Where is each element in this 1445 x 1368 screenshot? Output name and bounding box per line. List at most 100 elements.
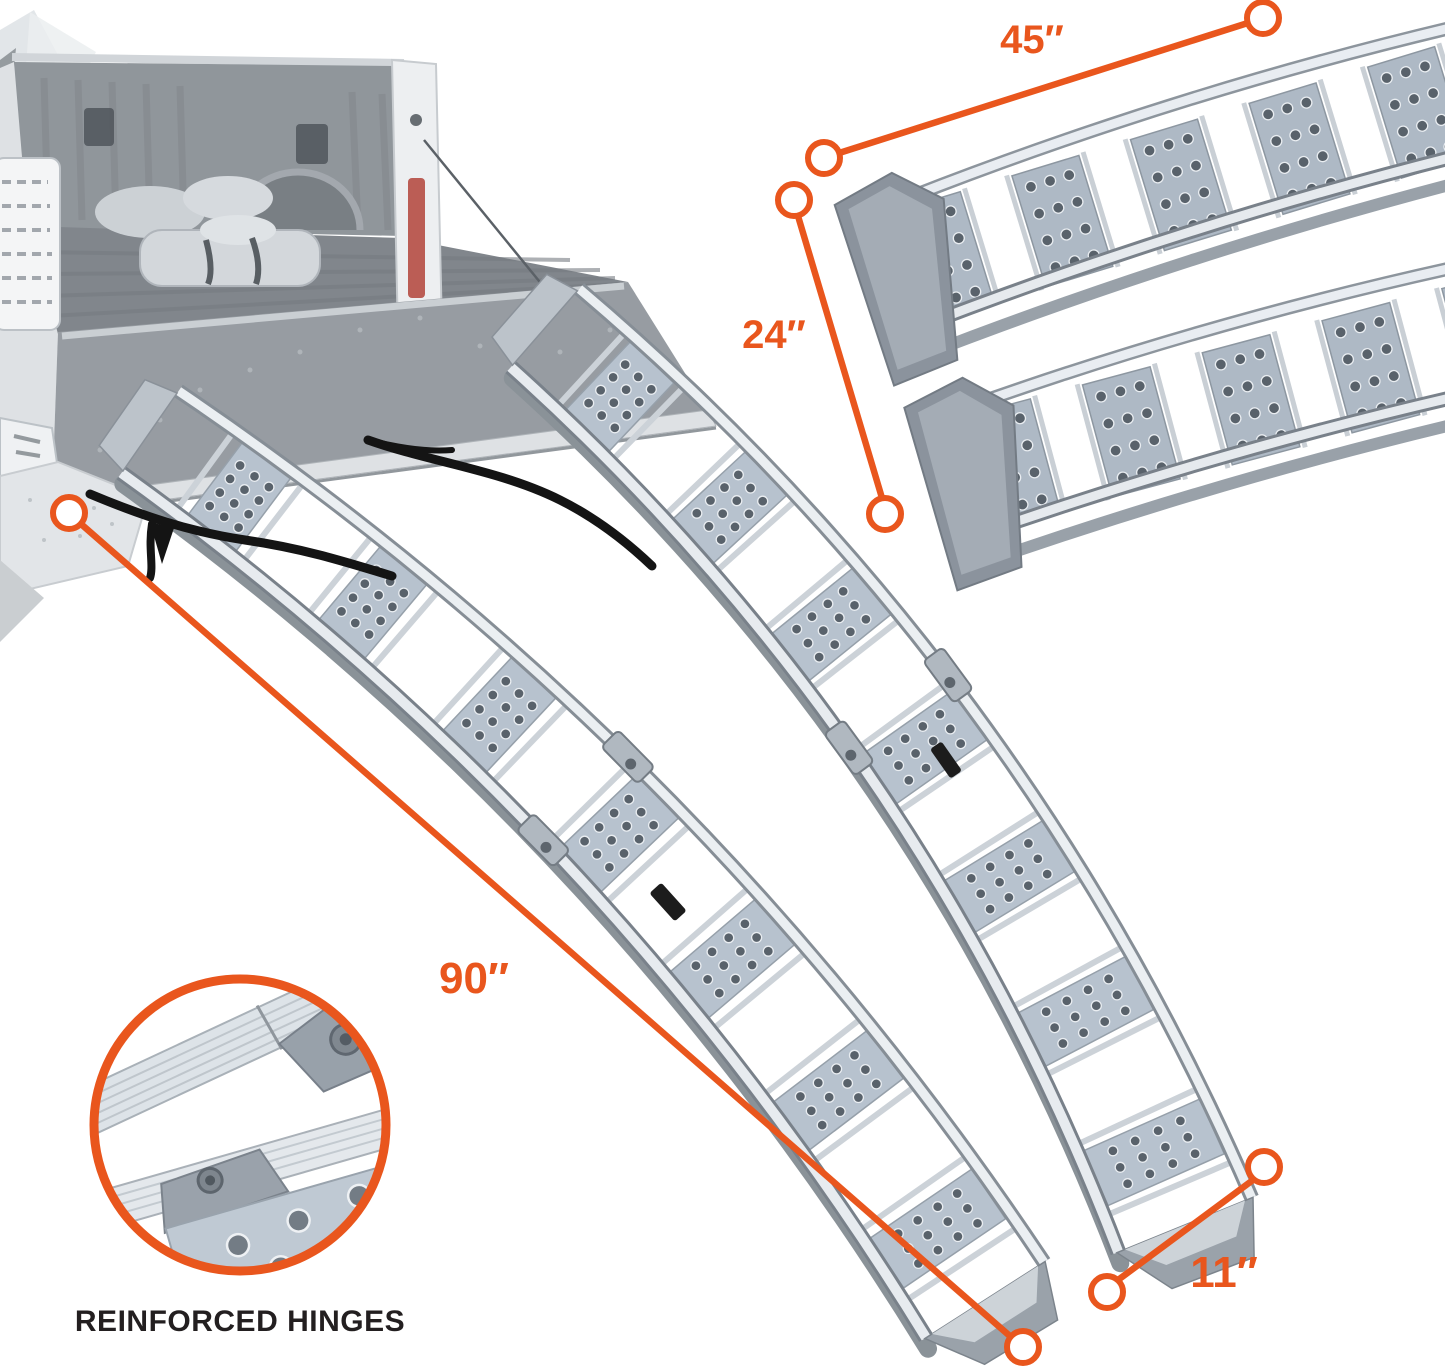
dim-endpoint xyxy=(866,495,904,533)
truck-bed xyxy=(0,10,717,642)
traction-hole xyxy=(1368,375,1381,388)
traction-hole xyxy=(932,1244,944,1256)
traction-hole xyxy=(1281,102,1294,115)
traction-hole xyxy=(1349,380,1362,393)
traction-hole xyxy=(1198,186,1211,199)
traction-hole xyxy=(1136,1151,1149,1163)
traction-hole xyxy=(1114,1161,1126,1173)
traction-hole xyxy=(1028,466,1041,479)
cross-rung xyxy=(604,823,691,905)
traction-hole xyxy=(487,742,499,754)
traction-hole xyxy=(1181,132,1194,146)
cross-rung xyxy=(975,876,1083,943)
dim-endpoint xyxy=(1004,1328,1042,1366)
traction-hole xyxy=(1380,71,1393,85)
reinforced-hinge xyxy=(602,731,654,783)
traction-hole xyxy=(1353,320,1367,334)
callout-label: REINFORCED HINGES xyxy=(75,1305,405,1338)
dim-label-90: 90″ xyxy=(439,954,509,1003)
traction-hole xyxy=(335,605,348,618)
traction-hole xyxy=(1361,348,1374,361)
traction-hole xyxy=(790,623,803,635)
traction-hole xyxy=(1032,207,1046,220)
traction-hole xyxy=(363,628,375,641)
traction-hole xyxy=(841,1077,854,1089)
traction-hole xyxy=(486,715,499,728)
traction-hole xyxy=(1388,98,1402,111)
taillight xyxy=(408,178,425,298)
traction-hole xyxy=(1107,1145,1119,1157)
traction-hole xyxy=(903,774,915,786)
folded-ramp-top xyxy=(833,16,1445,387)
traction-hole xyxy=(729,973,742,985)
cross-rung xyxy=(1434,287,1445,405)
traction-hole xyxy=(1003,891,1015,904)
traction-hole xyxy=(734,945,747,957)
traction-hole xyxy=(1048,1021,1061,1034)
magnifier-ring xyxy=(89,974,391,1276)
traction-hole xyxy=(812,1077,824,1089)
traction-hole xyxy=(1082,984,1094,996)
traction-hole xyxy=(718,481,731,494)
traction-hole xyxy=(500,701,512,714)
traction-hole xyxy=(1013,864,1025,876)
traction-hole xyxy=(952,231,965,245)
traction-hole xyxy=(917,720,929,732)
traction-hole xyxy=(513,687,525,700)
cross-rung xyxy=(1241,102,1282,219)
dimension-annotations: 45″ 24″ 90″ 11″ xyxy=(50,0,1283,1366)
traction-hole xyxy=(620,384,632,396)
top-rail-face xyxy=(846,19,1445,226)
traction-hole xyxy=(1261,108,1275,121)
traction-hole xyxy=(844,626,857,638)
traction-hole xyxy=(204,500,216,512)
traction-hole xyxy=(386,601,399,613)
traction-hole xyxy=(1178,192,1192,205)
traction-hole xyxy=(703,520,715,533)
traction-hole xyxy=(619,358,631,371)
traction-hole xyxy=(805,1105,817,1117)
traction-hole xyxy=(1167,1157,1179,1170)
traction-hole xyxy=(593,821,605,833)
traction-hole xyxy=(1143,144,1156,157)
traction-hole xyxy=(1373,315,1386,329)
traction-hole xyxy=(859,1063,872,1076)
dimension-folded-length: 45″ xyxy=(805,0,1282,177)
traction-hole xyxy=(349,617,361,629)
traction-hole xyxy=(969,285,982,298)
traction-hole xyxy=(739,918,751,930)
traction-hole xyxy=(595,384,607,396)
traction-hole xyxy=(837,585,849,597)
dim-endpoint xyxy=(1245,1148,1283,1186)
traction-hole xyxy=(723,932,735,944)
dimension-folded-height: 24″ xyxy=(742,181,904,533)
traction-hole xyxy=(1069,1011,1081,1023)
tie-straps xyxy=(85,435,961,921)
traction-hole xyxy=(1148,434,1161,447)
traction-hole xyxy=(1221,385,1235,398)
traction-hole xyxy=(645,383,657,395)
folded-underside xyxy=(890,160,1445,373)
dim-endpoint xyxy=(50,494,88,532)
traction-hole xyxy=(1022,880,1034,892)
cross-rung xyxy=(962,187,1002,304)
traction-hole xyxy=(1094,390,1108,403)
traction-hole xyxy=(1248,407,1261,420)
strap-right-end xyxy=(365,437,455,454)
strap-keeper-right xyxy=(931,742,961,778)
folded-ramp-bottom xyxy=(903,241,1445,592)
traction-hole xyxy=(1032,853,1044,865)
cross-rung xyxy=(1391,298,1428,416)
traction-hole xyxy=(1189,1148,1201,1160)
traction-hole xyxy=(1260,374,1273,388)
traction-hole xyxy=(1399,66,1412,79)
dim-label-11: 11″ xyxy=(1190,1248,1258,1297)
traction-hole xyxy=(1289,129,1302,142)
traction-hole xyxy=(1267,401,1281,415)
traction-hole xyxy=(822,598,834,610)
dim-endpoint xyxy=(1244,0,1282,37)
cross-rung xyxy=(664,441,742,517)
traction-hole xyxy=(993,876,1006,888)
cross-rung xyxy=(1077,1086,1198,1147)
